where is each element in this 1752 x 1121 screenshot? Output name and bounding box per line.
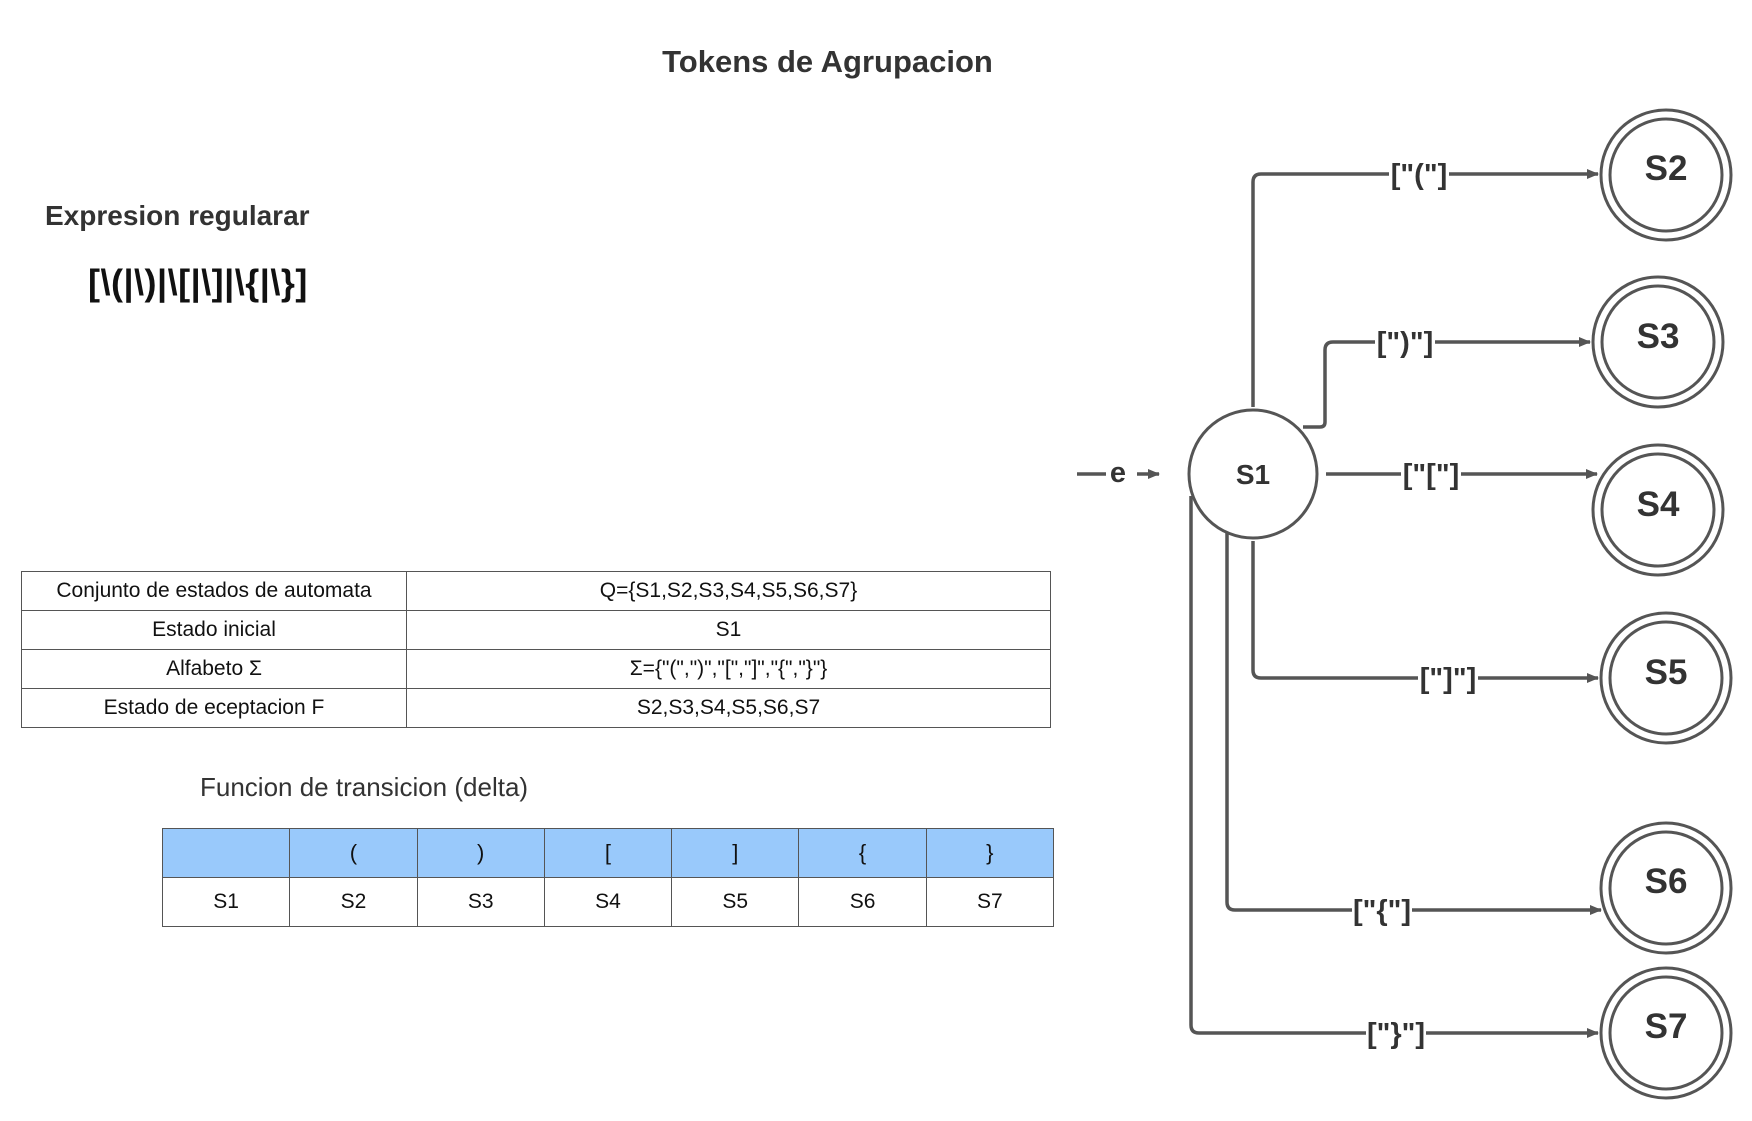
transition-edge-s6 bbox=[1225, 533, 1352, 912]
state-s6-inner-circle bbox=[1608, 830, 1724, 946]
table-header-cell bbox=[161, 828, 291, 878]
state-s7-label: S7 bbox=[1645, 1007, 1688, 1046]
transition-label-s5: ["]"] bbox=[1420, 663, 1476, 695]
table-header-cell: } bbox=[925, 828, 1055, 878]
table-row: Alfabeto Σ Σ={"(",")","[","]","{","}"} bbox=[21, 649, 1051, 689]
state-s7-inner-circle bbox=[1608, 975, 1724, 1091]
table-cell: S2 bbox=[289, 877, 418, 927]
table-cell: S4 bbox=[543, 877, 673, 927]
table-row: Estado de eceptacion F S2,S3,S4,S5,S6,S7 bbox=[21, 688, 1051, 728]
property-value: Q={S1,S2,S3,S4,S5,S6,S7} bbox=[406, 571, 1051, 611]
transition-function-table: ( ) [ ] { } S1 S2 S3 S4 S5 S6 S7 bbox=[161, 828, 1055, 927]
state-s5-label: S5 bbox=[1645, 653, 1688, 692]
state-s2-inner-circle bbox=[1608, 117, 1724, 233]
property-label: Estado de eceptacion F bbox=[21, 688, 407, 728]
transition-label-s3: [")"] bbox=[1377, 327, 1433, 359]
property-value: Σ={"(",")","[","]","{","}"} bbox=[406, 649, 1051, 689]
property-label: Conjunto de estados de automata bbox=[21, 571, 407, 611]
state-s4-label: S4 bbox=[1637, 485, 1680, 524]
table-header-cell: { bbox=[798, 828, 927, 878]
table-header-cell: ( bbox=[289, 828, 418, 878]
state-s1-label: S1 bbox=[1236, 459, 1270, 490]
property-value: S1 bbox=[406, 610, 1051, 650]
transition-edge-s7 bbox=[1189, 496, 1366, 1035]
table-row: S1 S2 S3 S4 S5 S6 S7 bbox=[161, 877, 1055, 927]
table-cell: S7 bbox=[925, 877, 1055, 927]
state-s5-inner-circle bbox=[1608, 620, 1724, 736]
regex-expression: [\(|\)|\[|\]|\{|\}] bbox=[88, 262, 308, 303]
transition-edge-s5 bbox=[1251, 541, 1418, 680]
property-label: Alfabeto Σ bbox=[21, 649, 407, 689]
transition-label-s4: ["["] bbox=[1403, 459, 1459, 491]
transition-label-s2: ["("] bbox=[1391, 159, 1447, 191]
table-cell: S3 bbox=[416, 877, 545, 927]
state-s3-label: S3 bbox=[1637, 317, 1680, 356]
state-s1-circle bbox=[1187, 408, 1319, 540]
table-cell: S6 bbox=[798, 877, 927, 927]
table-header-cell: ) bbox=[416, 828, 545, 878]
state-s2-label: S2 bbox=[1645, 149, 1688, 188]
transition-label-s7: ["}"] bbox=[1367, 1018, 1425, 1050]
state-s3-inner-circle bbox=[1600, 284, 1716, 400]
start-label: e bbox=[1110, 457, 1126, 489]
transition-edge-s2 bbox=[1251, 172, 1389, 407]
table-cell: S1 bbox=[161, 877, 291, 927]
transition-function-title: Funcion de transicion (delta) bbox=[200, 772, 529, 802]
transition-edge-s3 bbox=[1303, 340, 1375, 429]
table-header-cell: ] bbox=[671, 828, 800, 878]
table-row: Conjunto de estados de automata Q={S1,S2… bbox=[21, 571, 1051, 611]
state-s4-inner-circle bbox=[1600, 452, 1716, 568]
table-header-row: ( ) [ ] { } bbox=[161, 828, 1055, 878]
property-value: S2,S3,S4,S5,S6,S7 bbox=[406, 688, 1051, 728]
state-s6-label: S6 bbox=[1645, 862, 1688, 901]
page-title: Tokens de Agrupacion bbox=[662, 44, 993, 79]
regex-heading: Expresion regularar bbox=[45, 200, 310, 231]
table-header-cell: [ bbox=[543, 828, 673, 878]
transition-label-s6: ["{"] bbox=[1353, 895, 1411, 927]
automaton-properties-table: Conjunto de estados de automata Q={S1,S2… bbox=[21, 571, 1051, 728]
